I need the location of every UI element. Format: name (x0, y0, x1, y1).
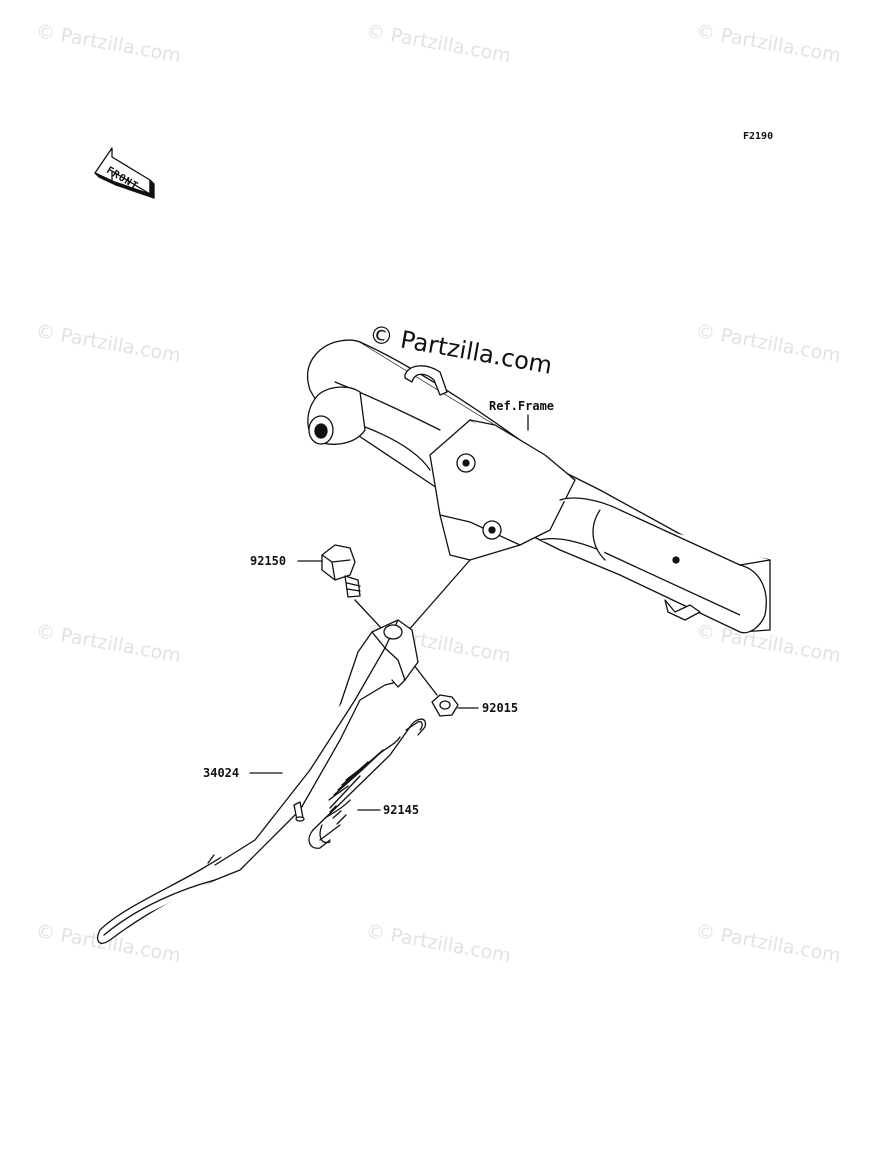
bolt-92150 (321, 544, 361, 598)
figure-code: F2190 (743, 131, 774, 142)
callout-92015: 92015 (482, 701, 519, 715)
callout-34024: 34024 (203, 766, 240, 780)
side-stand-34024 (97, 619, 419, 944)
ref-frame-label: Ref.Frame (489, 399, 555, 413)
callout-92145: 92145 (383, 803, 420, 817)
front-arrow-icon (94, 147, 155, 199)
frame-tube (307, 339, 771, 634)
spring-92145 (308, 718, 427, 849)
callout-92150: 92150 (250, 554, 287, 568)
nut-92015 (431, 694, 459, 717)
